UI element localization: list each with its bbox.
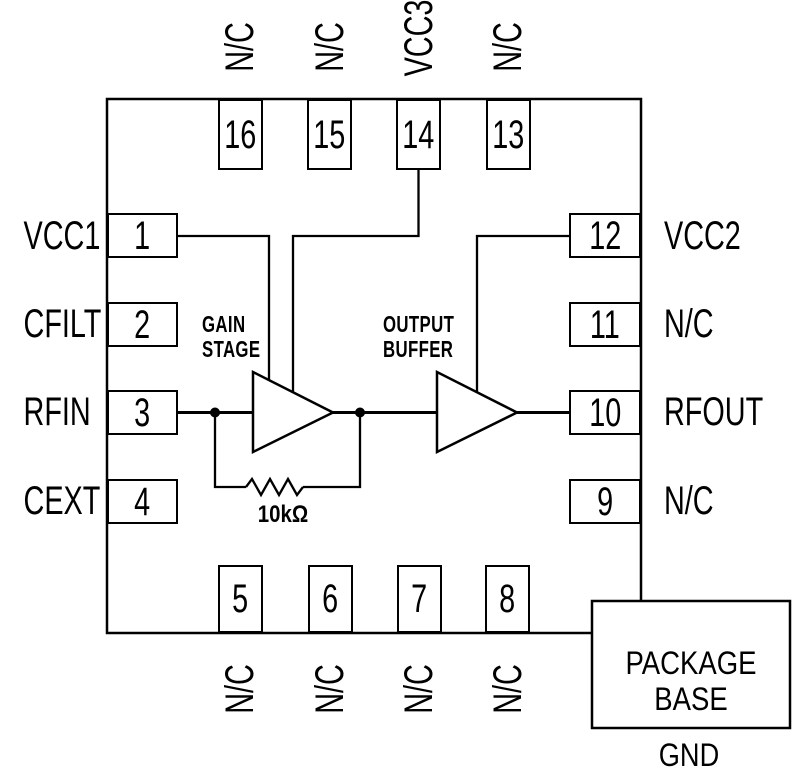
feedback-wire-left [213, 412, 246, 489]
pin-10-label: RFOUT [664, 390, 764, 434]
output-buffer-label: OUTPUT BUFFER [383, 312, 454, 362]
pin-15-label: N/C [308, 22, 352, 72]
junction-dot-output [355, 407, 365, 418]
pin-7: 7 [397, 565, 442, 633]
gain-stage-triangle [251, 369, 336, 455]
chip-outline [105, 97, 643, 635]
pin-2-label: CFILT [23, 302, 102, 346]
pin-6-label: N/C [308, 664, 352, 714]
pin-3: 3 [107, 390, 178, 435]
pin-16-label: N/C [218, 22, 262, 72]
pin-6-number: 6 [322, 577, 339, 621]
pin-11-label: N/C [664, 302, 714, 346]
pin-7-label: N/C [397, 664, 441, 714]
pin-10: 10 [569, 390, 641, 435]
pin-14-number: 14 [402, 112, 435, 157]
pin-12-number: 12 [588, 213, 622, 258]
pin-13-number: 13 [492, 112, 525, 157]
ground-label: GND [658, 737, 720, 772]
pin-14-label: VCC3 [397, 0, 441, 77]
package-base-box [590, 599, 792, 730]
pin-9-label: N/C [664, 479, 714, 523]
pin-4-label: CEXT [23, 479, 101, 523]
pin-13-label: N/C [486, 22, 530, 72]
pin-7-number: 7 [411, 577, 428, 621]
pin-3-number: 3 [134, 390, 151, 435]
gain-stage-label: GAIN STAGE [202, 312, 260, 362]
feedback-resistor-value: 10kΩ [257, 501, 309, 528]
pin-11-number: 11 [590, 302, 620, 347]
pin-12: 12 [569, 213, 641, 258]
pin-13: 13 [486, 99, 531, 170]
output-buffer-label-line2: BUFFER [383, 336, 454, 362]
package-base-label-line1: PACKAGE [625, 645, 757, 681]
wire-vcc2 [475, 234, 569, 392]
pin-15-number: 15 [313, 112, 346, 157]
pin-16-number: 16 [224, 112, 257, 157]
pin-15: 15 [307, 99, 352, 170]
pin-12-label: VCC2 [664, 214, 741, 258]
pin-4: 4 [107, 479, 178, 524]
pin-9: 9 [569, 479, 641, 524]
pin-3-label: RFIN [23, 390, 91, 434]
pin-1-number: 1 [134, 213, 151, 258]
pin-8-label: N/C [486, 664, 530, 714]
pin-4-number: 4 [134, 479, 151, 524]
pin-5-label: N/C [218, 664, 262, 714]
gain-stage-label-line1: GAIN [202, 311, 246, 337]
wire-vcc1 [178, 234, 271, 380]
package-base-label-line2: BASE [654, 681, 728, 717]
pin-2-number: 2 [134, 302, 151, 347]
pin-1-label: VCC1 [23, 214, 101, 258]
wire-vcc3 [291, 170, 420, 392]
feedback-wire-right [303, 412, 362, 489]
package-base-label: PACKAGE BASE [606, 645, 776, 717]
pin-5: 5 [218, 565, 263, 633]
gain-stage-label-line2: STAGE [202, 336, 261, 362]
pin-9-number: 9 [596, 479, 614, 524]
pin-16: 16 [218, 99, 263, 170]
pin-8-number: 8 [499, 577, 516, 621]
pin-5-number: 5 [232, 577, 249, 621]
pin-6: 6 [308, 565, 353, 633]
feedback-resistor-zigzag [245, 476, 304, 498]
output-buffer-label-line1: OUTPUT [383, 311, 455, 337]
pin-1: 1 [107, 213, 178, 258]
pin-11: 11 [569, 302, 641, 347]
junction-dot-input [210, 407, 220, 418]
pin-10-number: 10 [588, 390, 622, 435]
output-buffer-triangle [435, 369, 520, 455]
pin-14: 14 [396, 99, 441, 170]
pin-8: 8 [485, 565, 530, 633]
pin-2: 2 [107, 302, 178, 347]
